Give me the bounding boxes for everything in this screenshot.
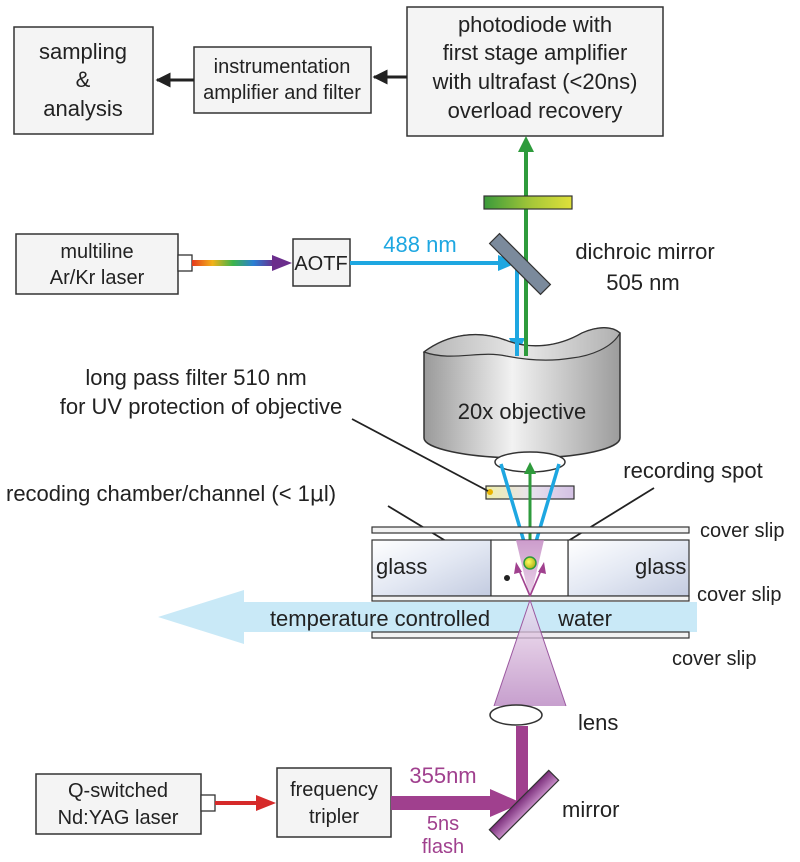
instrumentation-line-2: amplifier and filter	[203, 82, 361, 104]
multiline-beam	[192, 260, 274, 266]
yag-laser-box: Q-switched Nd:YAG laser	[35, 773, 216, 835]
laser-aperture-icon	[177, 254, 193, 272]
blue-arrowhead-horizontal-icon	[498, 255, 517, 271]
uv-beam-horizontal	[391, 796, 491, 810]
frequency-tripler-box: frequency tripler	[276, 767, 392, 838]
wavelength-488-label: 488 nm	[383, 232, 456, 257]
glass-left-label: glass	[376, 554, 427, 579]
uv-arrowhead-icon	[490, 789, 522, 817]
arkr-laser-box: multiline Ar/Kr laser	[15, 233, 193, 295]
filter-marker-icon	[487, 489, 493, 495]
uv-arrowhead-right-icon	[538, 562, 546, 574]
yag-line-2: Nd:YAG laser	[58, 807, 179, 829]
uv-ray-left	[517, 567, 531, 597]
uv-ray-right	[529, 567, 543, 597]
dichroic-label-line-1: dichroic mirror	[575, 239, 714, 264]
multiline-arrowhead-icon	[272, 255, 292, 271]
lens-label: lens	[578, 710, 618, 735]
aotf-label: AOTF	[294, 253, 347, 275]
yag-line-1: Q-switched	[68, 780, 168, 802]
uv-cone-edge-right	[529, 599, 567, 707]
cover-slip-top-label: cover slip	[700, 520, 784, 542]
water-label-left: temperature controlled	[270, 606, 490, 631]
photodiode-line-1: photodiode with	[458, 12, 612, 37]
water-label-right: water	[557, 606, 612, 631]
photodiode-box: photodiode with first stage amplifier wi…	[406, 6, 664, 137]
wavelength-355-label: 355nm	[409, 763, 476, 788]
pulse-label-line-1: 5ns	[427, 813, 459, 835]
uv-beam-vertical	[516, 726, 528, 802]
emission-filter	[483, 195, 573, 210]
dichroic-label-line-2: 505 nm	[606, 270, 679, 295]
green-focus-arrowhead-icon	[524, 462, 536, 474]
uv-arrowhead-left-icon	[514, 562, 522, 574]
longpass-label-line-1: long pass filter 510 nm	[85, 365, 306, 390]
glass-right-label: glass	[635, 554, 686, 579]
sampling-line-1: sampling	[39, 39, 127, 64]
photodiode-line-3: with ultrafast (<20ns)	[432, 69, 638, 94]
glass-block-right	[567, 539, 690, 597]
green-arrowhead-icon	[518, 136, 534, 152]
uv-cone-lower	[494, 600, 566, 706]
arkr-line-1: multiline	[60, 241, 133, 263]
instrumentation-line-1: instrumentation	[214, 56, 351, 78]
chamber-marker-icon	[504, 575, 510, 581]
pulse-label-line-2: flash	[422, 836, 464, 858]
cover-slip-middle-label: cover slip	[697, 584, 781, 606]
photodiode-line-2: first stage amplifier	[443, 40, 628, 65]
cover-slip-bottom-label: cover slip	[672, 648, 756, 670]
mirror-label: mirror	[562, 797, 619, 822]
aotf-box: AOTF	[292, 238, 351, 287]
sampling-analysis-box: sampling & analysis	[13, 26, 154, 135]
uv-mirror	[488, 769, 560, 841]
uv-cone-edge-left	[493, 599, 531, 707]
longpass-label-line-2: for UV protection of objective	[60, 394, 342, 419]
instrumentation-amplifier-box: instrumentation amplifier and filter	[193, 46, 372, 114]
recording-spot	[523, 556, 537, 570]
arkr-line-2: Ar/Kr laser	[50, 267, 145, 289]
sampling-line-3: analysis	[43, 96, 122, 121]
longpass-leader-line	[351, 418, 489, 492]
tripler-line-2: tripler	[309, 806, 359, 828]
dichroic-mirror	[488, 232, 552, 296]
water-flow-arrow	[158, 590, 697, 644]
yag-aperture-icon	[200, 794, 216, 812]
objective-lens-body	[422, 327, 621, 459]
red-arrowhead-icon	[256, 795, 276, 811]
tripler-line-1: frequency	[290, 779, 378, 801]
chamber-label: recoding chamber/channel (< 1μl)	[6, 481, 336, 507]
cover-slip-top	[371, 526, 690, 534]
uv-cone-upper	[516, 540, 544, 600]
objective-label: 20x objective	[458, 399, 586, 424]
focusing-lens	[489, 704, 543, 726]
photodiode-line-4: overload recovery	[448, 98, 623, 123]
recording-spot-label: recording spot	[623, 458, 762, 483]
sampling-line-2: &	[76, 67, 91, 92]
